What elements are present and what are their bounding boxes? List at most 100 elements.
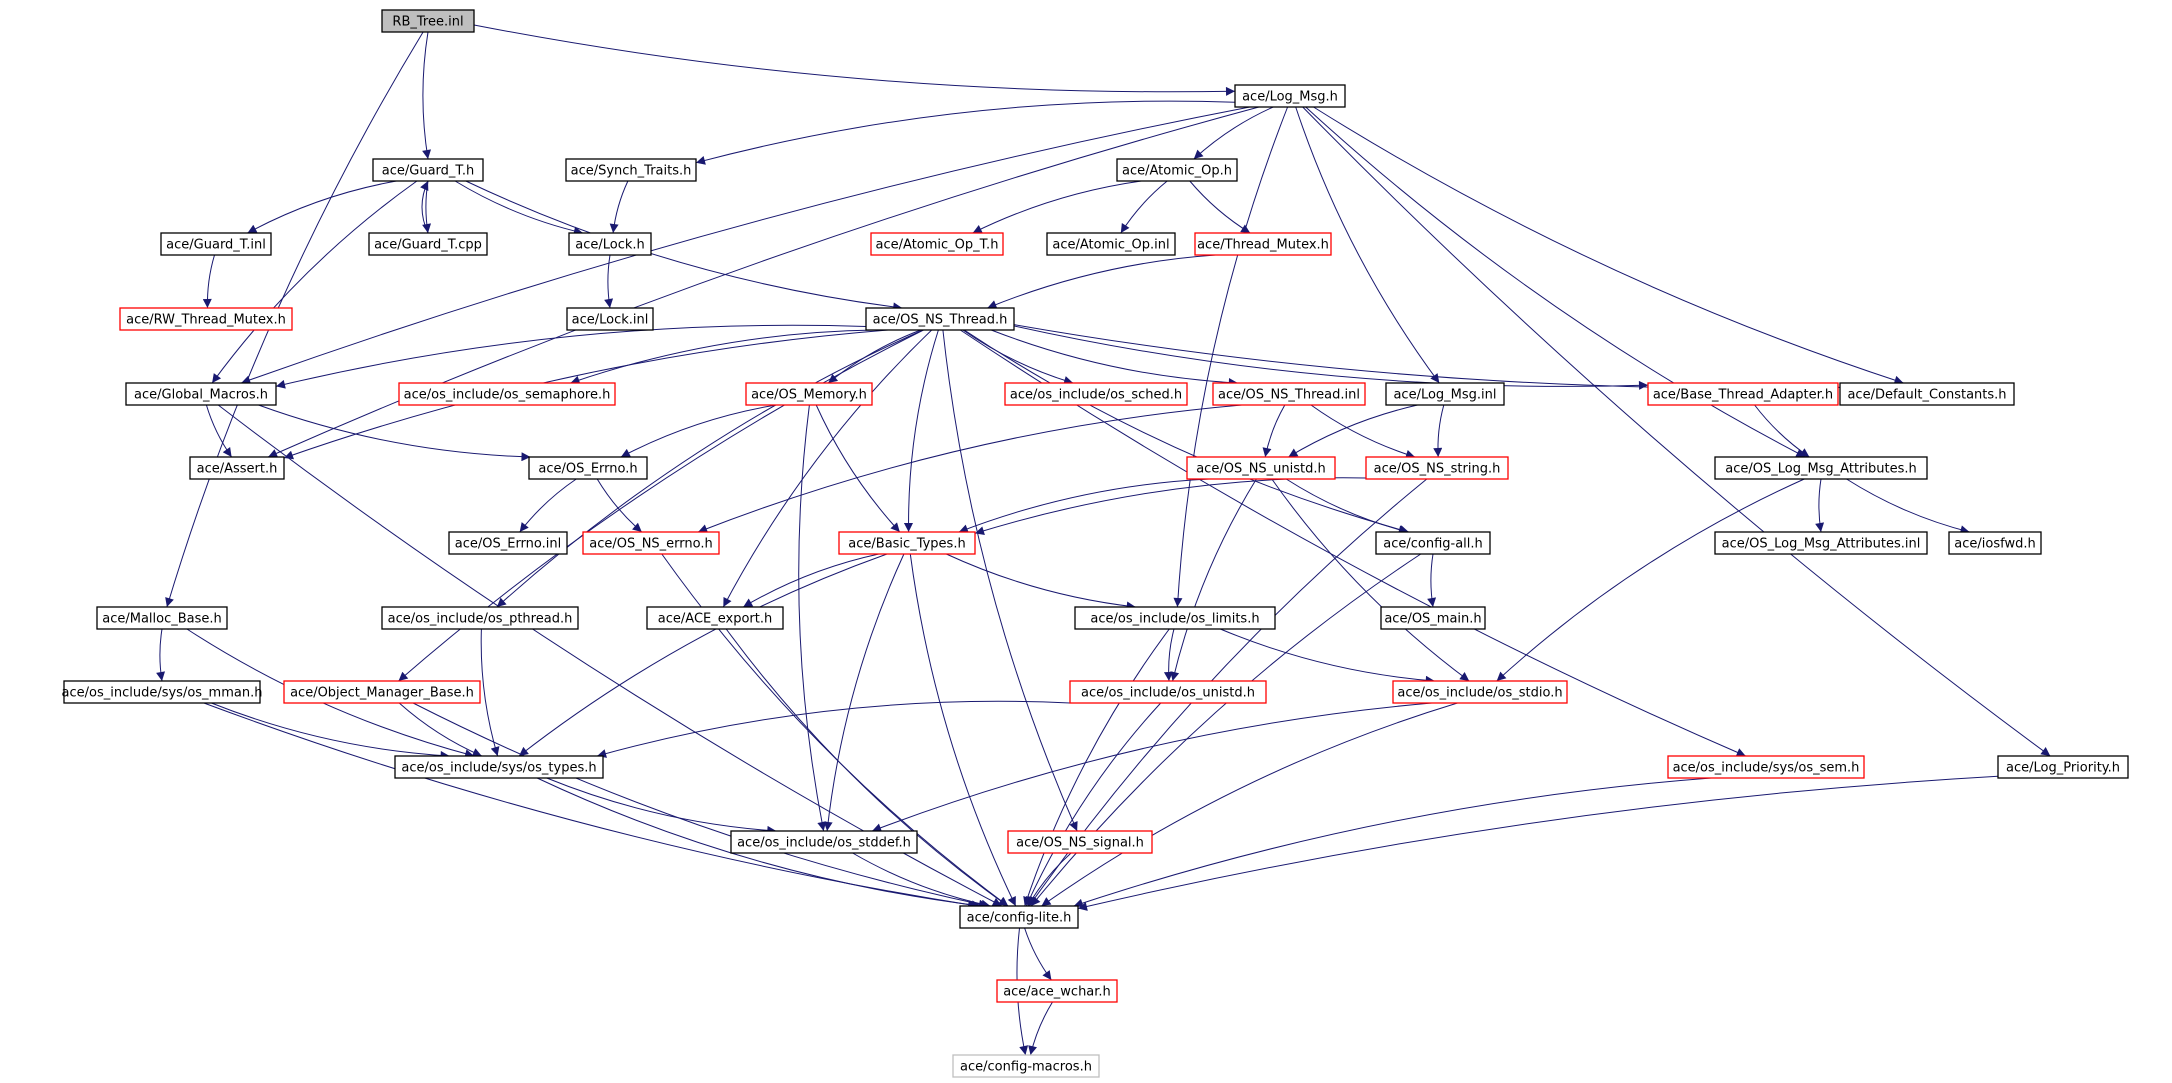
node-basic-types-h[interactable]: ace/Basic_Types.h — [838, 531, 976, 555]
edge-os_ns_thread_inl-to-os_ns_string_h — [1310, 404, 1416, 459]
node-malloc-base-h[interactable]: ace/Malloc_Base.h — [96, 606, 228, 630]
node-os-unistd-h[interactable]: ace/os_include/os_unistd.h — [1069, 680, 1267, 704]
node-os-ns-errno-h[interactable]: ace/OS_NS_errno.h — [582, 531, 720, 555]
node-rb-tree-inl[interactable]: RB_Tree.inl — [381, 9, 475, 33]
edge-os_ns_unistd_h-to-basic_types_h — [958, 478, 1210, 533]
node-os-memory-h[interactable]: ace/OS_Memory.h — [745, 382, 873, 406]
node-os-mman-h[interactable]: ace/os_include/sys/os_mman.h — [62, 680, 263, 704]
node-config-macros-h[interactable]: ace/config-macros.h — [952, 1054, 1100, 1078]
node-box — [189, 456, 285, 480]
node-os-ns-thread-inl[interactable]: ace/OS_NS_Thread.inl — [1212, 382, 1366, 406]
edge-os_ns_thread_h-to-config_all_h — [963, 329, 1409, 534]
node-os-sched-h[interactable]: ace/os_include/os_sched.h — [1004, 382, 1188, 406]
node-os-errno-h[interactable]: ace/OS_Errno.h — [528, 456, 648, 480]
node-os-types-h[interactable]: ace/os_include/sys/os_types.h — [394, 755, 604, 779]
node-box — [1380, 606, 1486, 630]
node-log-msg-h[interactable]: ace/Log_Msg.h — [1234, 84, 1346, 108]
node-os-errno-inl[interactable]: ace/OS_Errno.inl — [448, 531, 568, 555]
node-os-log-msg-attributes-h[interactable]: ace/OS_Log_Msg_Attributes.h — [1714, 456, 1928, 480]
node-os-stddef-h[interactable]: ace/os_include/os_stddef.h — [730, 830, 918, 854]
edge-guard_t_h-to-os_ns_thread_h — [465, 180, 903, 312]
node-box — [996, 979, 1118, 1003]
edge-rb_tree_inl-to-log_msg_h — [473, 24, 1236, 96]
node-label: ace/config-lite.h — [967, 911, 1072, 926]
node-global-macros-h[interactable]: ace/Global_Macros.h — [125, 382, 277, 406]
edge-os_mman_h-to-os_types_h — [211, 702, 450, 760]
edge-thread_mutex_h-to-os_ns_thread_h — [987, 254, 1216, 309]
node-label: ace/ACE_export.h — [658, 612, 772, 627]
node-assert-h[interactable]: ace/Assert.h — [189, 456, 285, 480]
node-box — [582, 531, 720, 555]
node-os-pthread-h[interactable]: ace/os_include/os_pthread.h — [381, 606, 579, 630]
node-box — [1385, 382, 1505, 406]
node-box — [1839, 382, 2015, 406]
edge-malloc_base_h-to-os_mman_h — [156, 628, 166, 682]
edge-os_memory_h-to-basic_types_h — [815, 404, 901, 533]
node-box — [63, 680, 261, 704]
edge-os_stddef_h-to-config_lite_h — [852, 852, 991, 909]
node-thread-mutex-h[interactable]: ace/Thread_Mutex.h — [1194, 232, 1332, 256]
edge-log_priority_h-to-config_lite_h — [1077, 775, 1999, 911]
node-lock-inl[interactable]: ace/Lock.inl — [566, 307, 654, 331]
node-label: ace/OS_Log_Msg_Attributes.inl — [1722, 537, 1921, 552]
edge-malloc_base_h-to-os_types_h — [186, 628, 475, 759]
node-default-constants-h[interactable]: ace/Default_Constants.h — [1839, 382, 2015, 406]
node-log-priority-h[interactable]: ace/Log_Priority.h — [1997, 755, 2129, 779]
node-os-main-h[interactable]: ace/OS_main.h — [1380, 606, 1486, 630]
edge-os_errno_h-to-os_errno_inl — [519, 478, 577, 533]
edge-object_manager_base_h-to-os_types_h — [398, 702, 483, 757]
edge-global_macros_h-to-os_errno_h — [258, 404, 531, 462]
node-label: ace/Atomic_Op.h — [1122, 164, 1232, 179]
edge-os_ns_thread_h-to-ace_export_h — [722, 329, 933, 608]
edge-os_unistd_h-to-config_lite_h — [1025, 702, 1162, 907]
node-log-msg-inl[interactable]: ace/Log_Msg.inl — [1385, 382, 1505, 406]
edge-os_log_msg_attributes_h-to-os_stdio_h — [1496, 478, 1805, 682]
node-os-stdio-h[interactable]: ace/os_include/os_stdio.h — [1392, 680, 1568, 704]
node-os-sem-h[interactable]: ace/os_include/sys/os_sem.h — [1667, 755, 1865, 779]
node-os-ns-thread-h[interactable]: ace/OS_NS_Thread.h — [865, 307, 1015, 331]
node-box — [119, 307, 293, 331]
node-label: ace/Atomic_Op.inl — [1052, 238, 1169, 253]
node-atomic-op-t-h[interactable]: ace/Atomic_Op_T.h — [870, 232, 1004, 256]
node-iosfwd-h[interactable]: ace/iosfwd.h — [1948, 531, 2042, 555]
node-label: ace/Log_Msg.h — [1242, 90, 1338, 105]
node-box — [1392, 680, 1568, 704]
node-os-ns-signal-h[interactable]: ace/OS_NS_signal.h — [1007, 830, 1153, 854]
node-os-ns-unistd-h[interactable]: ace/OS_NS_unistd.h — [1186, 456, 1336, 480]
node-os-semaphore-h[interactable]: ace/os_include/os_semaphore.h — [398, 382, 616, 406]
node-label: ace/os_include/os_semaphore.h — [404, 388, 611, 403]
edge-os_ns_unistd_h-to-os_stdio_h — [1271, 478, 1470, 682]
edge-config_lite_h-to-ace_wchar_h — [1024, 927, 1052, 981]
node-synch-traits-h[interactable]: ace/Synch_Traits.h — [565, 158, 697, 182]
node-ace-wchar-h[interactable]: ace/ace_wchar.h — [996, 979, 1118, 1003]
node-label: ace/os_include/sys/os_types.h — [401, 761, 596, 776]
node-label: ace/OS_Errno.h — [538, 462, 637, 477]
node-guard-t-h[interactable]: ace/Guard_T.h — [372, 158, 484, 182]
node-object-manager-base-h[interactable]: ace/Object_Manager_Base.h — [283, 680, 481, 704]
node-label: ace/Base_Thread_Adapter.h — [1653, 388, 1833, 403]
node-box — [1186, 456, 1336, 480]
node-box — [1194, 232, 1332, 256]
edge-log_msg_inl-to-os_ns_string_h — [1433, 404, 1445, 458]
edge-os_ns_thread_h-to-basic_types_h — [903, 329, 939, 533]
node-box — [1069, 680, 1267, 704]
node-lock-h[interactable]: ace/Lock.h — [568, 232, 652, 256]
edge-rb_tree_inl-to-guard_t_h — [422, 31, 432, 160]
node-rw-thread-mutex-h[interactable]: ace/RW_Thread_Mutex.h — [119, 307, 293, 331]
node-guard-t-inl[interactable]: ace/Guard_T.inl — [160, 232, 272, 256]
node-config-all-h[interactable]: ace/config-all.h — [1375, 531, 1491, 555]
node-os-ns-string-h[interactable]: ace/OS_NS_string.h — [1365, 456, 1509, 480]
node-config-lite-h[interactable]: ace/config-lite.h — [959, 905, 1079, 929]
node-ace-export-h[interactable]: ace/ACE_export.h — [646, 606, 784, 630]
node-os-log-msg-attributes-inl[interactable]: ace/OS_Log_Msg_Attributes.inl — [1714, 531, 1928, 555]
node-guard-t-cpp[interactable]: ace/Guard_T.cpp — [368, 232, 488, 256]
node-base-thread-adapter-h[interactable]: ace/Base_Thread_Adapter.h — [1647, 382, 1839, 406]
node-atomic-op-h[interactable]: ace/Atomic_Op.h — [1116, 158, 1238, 182]
edge-os_errno_h-to-os_ns_errno_h — [596, 478, 643, 533]
node-box — [745, 382, 873, 406]
edge-os_ns_thread_h-to-os_pthread_h — [496, 329, 924, 608]
edge-log_msg_h-to-log_msg_inl — [1295, 106, 1440, 384]
node-os-limits-h[interactable]: ace/os_include/os_limits.h — [1074, 606, 1276, 630]
dependency-edges — [156, 24, 2051, 1056]
node-atomic-op-inl[interactable]: ace/Atomic_Op.inl — [1046, 232, 1176, 256]
